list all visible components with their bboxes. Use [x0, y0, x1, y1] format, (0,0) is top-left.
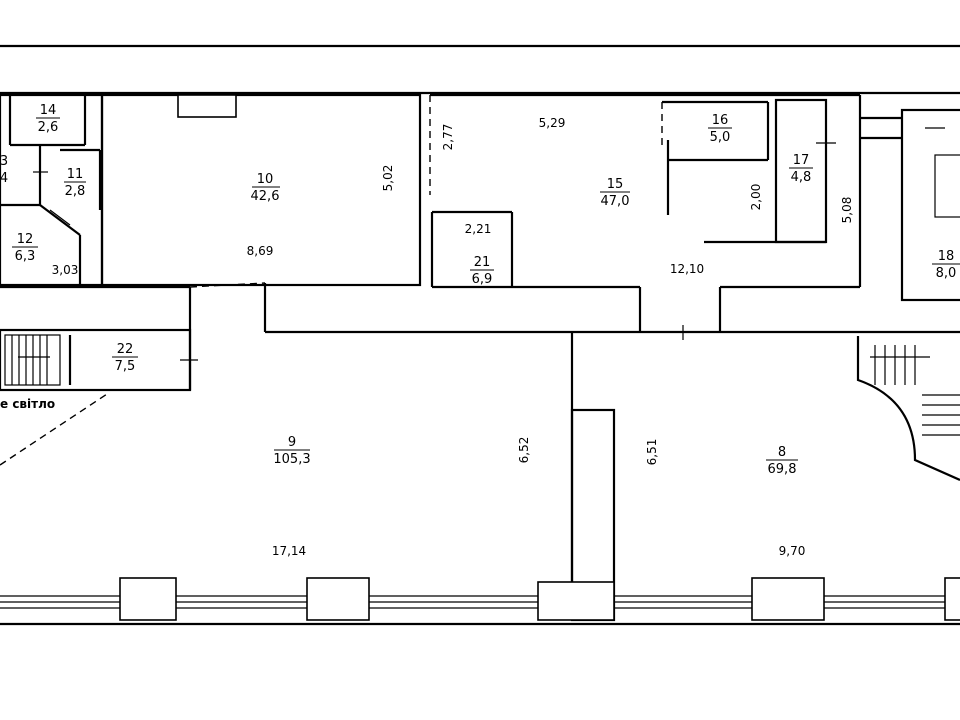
room-10-number: 10 — [257, 172, 274, 187]
room-18-label: 18 8,0 — [932, 249, 960, 281]
room-labels: 14 2,6 3 4 11 2,8 12 6,3 10 42,6 15 47,0 — [0, 103, 960, 477]
room-9-label: 9 105,3 — [273, 435, 310, 467]
room-12-label: 12 6,3 — [12, 232, 38, 264]
dim-2-21: 2,21 — [465, 222, 492, 236]
room-15-area: 47,0 — [601, 194, 630, 209]
room-14-number: 14 — [40, 103, 57, 118]
room-11-area: 2,8 — [65, 184, 86, 199]
dim-3-03: 3,03 — [52, 263, 79, 277]
room-12-number: 12 — [17, 232, 34, 247]
room-21-label: 21 6,9 — [470, 255, 494, 287]
dim-2-77: 2,77 — [441, 124, 455, 151]
outer-frame — [0, 44, 960, 626]
room-21-number: 21 — [474, 255, 491, 270]
top-walls — [0, 93, 960, 332]
room-15-label: 15 47,0 — [600, 177, 630, 209]
dim-17-14: 17,14 — [272, 544, 306, 558]
room-17-area: 4,8 — [791, 170, 812, 185]
dim-5-08: 5,08 — [840, 197, 854, 224]
room-17-label: 17 4,8 — [789, 153, 813, 185]
facade-windows — [0, 577, 960, 621]
room-10-label: 10 42,6 — [251, 172, 280, 204]
middle-walls — [0, 283, 960, 622]
room-16-area: 5,0 — [710, 130, 731, 145]
dim-8-69: 8,69 — [247, 244, 274, 258]
room-11-number: 11 — [67, 167, 84, 182]
room-16-number: 16 — [712, 113, 729, 128]
room-8-label: 8 69,8 — [766, 445, 798, 477]
dim-6-51: 6,51 — [645, 439, 659, 466]
room-22-number: 22 — [117, 342, 134, 357]
room-14-label: 14 2,6 — [36, 103, 60, 135]
dim-5-02: 5,02 — [381, 165, 395, 192]
room-17-number: 17 — [793, 153, 810, 168]
dimension-labels: 3,03 8,69 5,02 2,77 5,29 2,21 2,00 5,0 8 … — [52, 116, 854, 558]
room-13-area: 4 — [0, 171, 8, 186]
room-10-area: 42,6 — [251, 189, 280, 204]
room-18-number: 18 — [938, 249, 955, 264]
dim-5-29: 5,29 — [539, 116, 566, 130]
room-13-number: 3 — [0, 154, 8, 169]
room-22-label: 22 7,5 — [112, 342, 138, 374]
room-22-area: 7,5 — [115, 359, 136, 374]
room-8-number: 8 — [778, 445, 786, 460]
dim-12-10: 12,10 — [670, 262, 704, 276]
room-18-area: 8,0 — [936, 266, 957, 281]
room-16-label: 16 5,0 — [708, 113, 732, 145]
room-15-number: 15 — [607, 177, 624, 192]
room-12-area: 6,3 — [15, 249, 36, 264]
room-9-number: 9 — [288, 435, 296, 450]
room-13-label: 3 4 — [0, 154, 8, 186]
room-14-area: 2,6 — [38, 120, 59, 135]
room-21-area: 6,9 — [472, 272, 493, 287]
light-note: е світло — [0, 397, 55, 411]
room-9-area: 105,3 — [273, 452, 310, 467]
dim-2-00: 2,00 — [749, 184, 763, 211]
dim-6-52: 6,52 — [517, 437, 531, 464]
room-8-area: 69,8 — [768, 462, 797, 477]
dim-9-70: 9,70 — [779, 544, 806, 558]
door-marks — [33, 127, 945, 370]
room-11-label: 11 2,8 — [64, 167, 86, 199]
